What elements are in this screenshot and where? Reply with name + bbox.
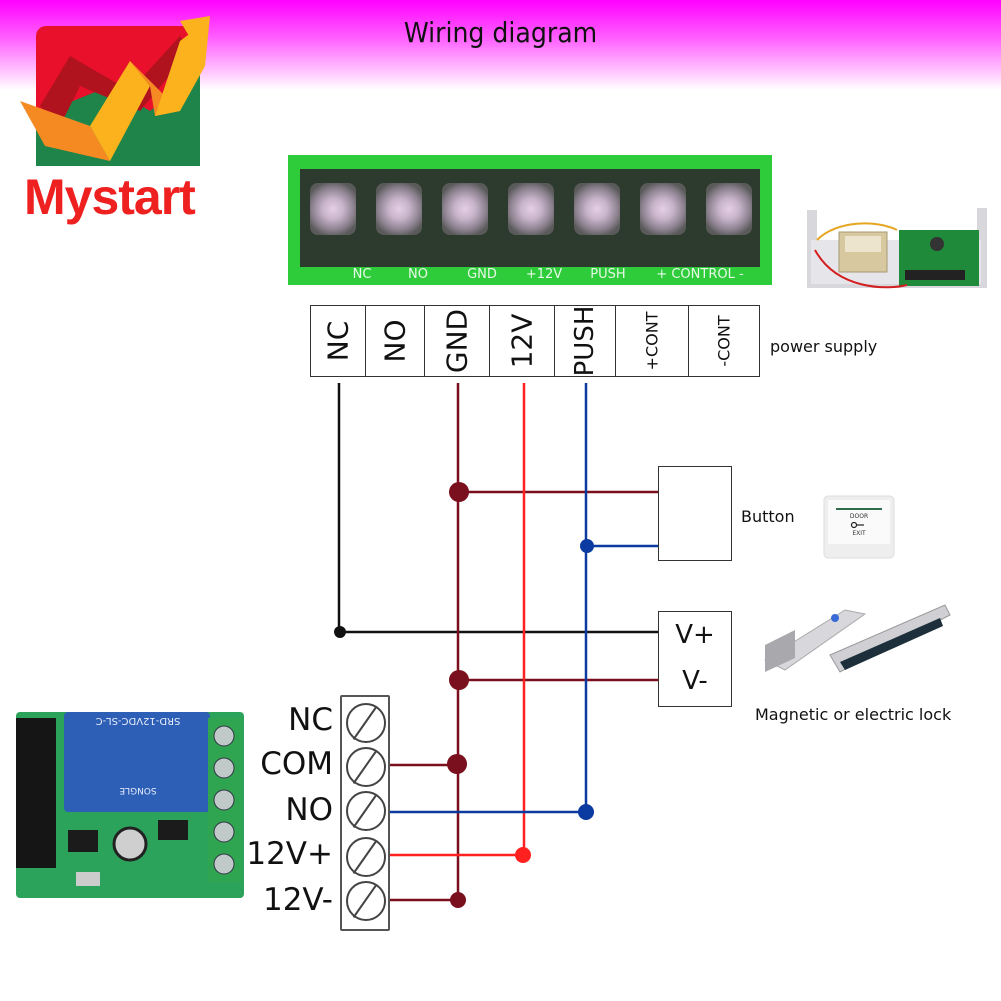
- terminal-screw-icon: [346, 747, 386, 787]
- relay-terminal-label-com: COM: [260, 746, 333, 782]
- button-caption: Button: [741, 507, 795, 526]
- terminal-screw-icon: [346, 791, 386, 831]
- terminal-screw: [302, 169, 362, 267]
- relay-terminal-label-12v-minus: 12V-: [262, 882, 333, 918]
- junction-dot-gnd-button: [449, 482, 469, 502]
- junction-dot-gnd-com: [447, 754, 467, 774]
- terminal-label: GND: [467, 267, 497, 282]
- junction-dot-gnd-lock: [449, 670, 469, 690]
- terminal-strip-labels: NC NO GND +12V PUSH + CONTROL -: [300, 267, 760, 285]
- terminal-screw-icon: [346, 881, 386, 921]
- junction-dot-12v: [515, 847, 531, 863]
- relay-terminal-block: [340, 695, 390, 931]
- terminal-label: +12V: [525, 267, 563, 282]
- power-supply-caption: power supply: [770, 337, 878, 356]
- terminal-screw-icon: [346, 703, 386, 743]
- svg-text:DOOR: DOOR: [850, 513, 868, 520]
- pin-cell-nc: NC: [310, 305, 366, 377]
- relay-terminal-label-nc: NC: [288, 702, 333, 738]
- terminal-label: PUSH: [590, 267, 626, 282]
- power-supply-photo: [807, 208, 987, 289]
- lock-photo: [763, 604, 951, 673]
- page-title: Wiring diagram: [403, 16, 598, 49]
- terminal-label: NC: [352, 267, 372, 282]
- terminal-screw: [632, 169, 692, 267]
- relay-module-photo: SRD-12VDC-SL-C SONGLE: [16, 712, 244, 898]
- terminal-screw: [434, 169, 494, 267]
- button-terminal-top: [658, 466, 732, 514]
- pin-cell-minus-cont: -CONT: [688, 305, 760, 377]
- terminal-label: + CONTROL -: [656, 267, 744, 282]
- pin-cell-12v: 12V: [489, 305, 555, 377]
- lock-caption: Magnetic or electric lock: [755, 705, 952, 724]
- terminal-screw: [500, 169, 560, 267]
- junction-dot-nc: [334, 626, 346, 638]
- lock-terminal-vminus: V-: [658, 660, 732, 707]
- junction-dot-gnd-12vminus: [450, 892, 466, 908]
- pin-cell-plus-cont: +CONT: [615, 305, 689, 377]
- exit-button-photo: DOOR EXIT: [823, 495, 895, 559]
- svg-text:SRD-12VDC-SL-C: SRD-12VDC-SL-C: [96, 715, 181, 726]
- relay-terminal-label-no: NO: [285, 792, 333, 828]
- svg-text:EXIT: EXIT: [852, 530, 866, 537]
- brand-name: Mystart: [24, 169, 196, 225]
- terminal-screw: [698, 169, 758, 267]
- terminal-screw: [368, 169, 428, 267]
- power-supply-terminal-strip-photo: NC NO GND +12V PUSH + CONTROL -: [288, 155, 772, 285]
- terminal-screw: [566, 169, 626, 267]
- terminal-label: NO: [408, 267, 428, 282]
- power-supply-pin-table: NC NO GND 12V PUSH +CONT -CONT: [310, 305, 760, 377]
- svg-text:SONGLE: SONGLE: [119, 785, 157, 795]
- rising-arrow-logo-icon: [20, 16, 210, 166]
- lock-terminal-vplus: V+: [658, 611, 732, 661]
- relay-terminal-label-12v-plus: 12V+: [246, 836, 333, 872]
- pin-cell-no: NO: [365, 305, 425, 377]
- terminal-strip-body: [300, 169, 760, 267]
- junction-dot-push-no: [578, 804, 594, 820]
- terminal-screw-icon: [346, 837, 386, 877]
- pin-cell-push: PUSH: [554, 305, 616, 377]
- junction-dot-push-button: [580, 539, 594, 553]
- button-terminal-bottom: [658, 513, 732, 561]
- pin-cell-gnd: GND: [424, 305, 490, 377]
